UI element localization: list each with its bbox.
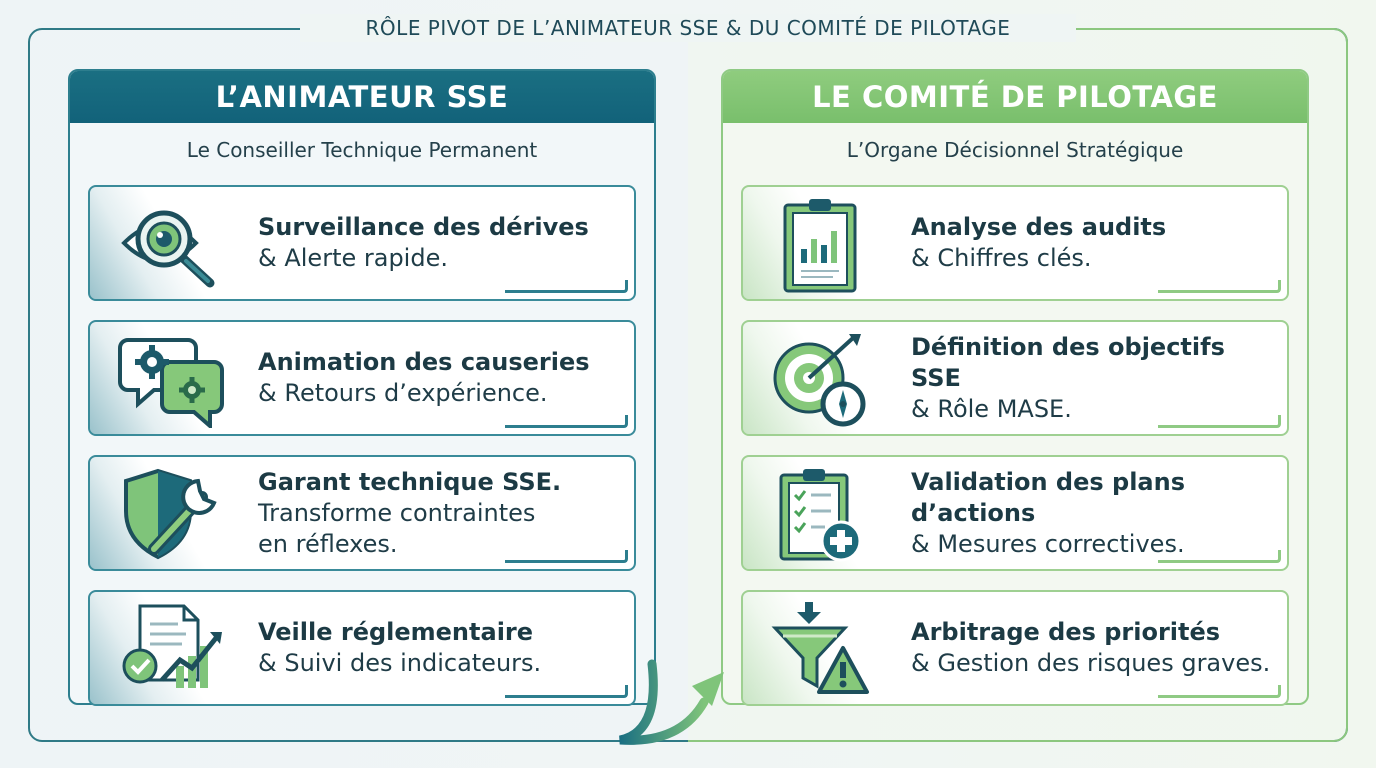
card-objectifs: Définition des objectifs SSE & Rôle MASE…	[741, 320, 1289, 436]
card-accent	[505, 550, 628, 563]
animateur-header: L’ANIMATEUR SSE	[70, 71, 654, 123]
card-line-3: en réflexes.	[258, 529, 398, 558]
card-line-2: & Rôle MASE.	[911, 394, 1072, 423]
comite-header: LE COMITÉ DE PILOTAGE	[723, 71, 1307, 123]
card-accent	[1158, 415, 1281, 428]
card-text: Animation des causeries & Retours d’expé…	[258, 322, 628, 434]
animateur-panel: L’ANIMATEUR SSE Le Conseiller Technique …	[68, 69, 656, 706]
card-accent	[505, 415, 628, 428]
card-line-1: Surveillance des dérives	[258, 213, 589, 241]
card-line-2: & Mesures correctives.	[911, 529, 1185, 558]
card-accent	[505, 685, 628, 698]
card-text: Analyse des audits & Chiffres clés.	[911, 187, 1281, 299]
card-garant: Garant technique SSE. Transforme contrai…	[88, 455, 636, 571]
comite-panel: LE COMITÉ DE PILOTAGE L’Organe Décisionn…	[721, 69, 1309, 706]
connector-arrow-icon	[618, 659, 724, 745]
comite-subtitle: L’Organe Décisionnel Stratégique	[846, 138, 1184, 162]
card-text: Définition des objectifs SSE & Rôle MASE…	[911, 322, 1281, 434]
card-line-2: & Alerte rapide.	[258, 244, 448, 272]
animateur-subtitle: Le Conseiller Technique Permanent	[186, 138, 538, 162]
card-text: Arbitrage des priorités & Gestion des ri…	[911, 592, 1281, 704]
card-accent	[1158, 685, 1281, 698]
card-line-1: Veille réglementaire	[258, 618, 534, 646]
card-line-1: Validation des plans d’actions	[911, 467, 1185, 527]
card-line-1: Animation des causeries	[258, 348, 590, 376]
card-veille: Veille réglementaire & Suivi des indicat…	[88, 590, 636, 706]
card-line-2: & Gestion des risques graves.	[911, 649, 1271, 677]
card-text: Validation des plans d’actions & Mesures…	[911, 457, 1281, 569]
card-text: Garant technique SSE. Transforme contrai…	[258, 457, 628, 569]
checklist-plus-icon	[779, 469, 862, 562]
card-line-2: Transforme contraintes	[258, 498, 536, 527]
card-line-1: Garant technique SSE.	[258, 467, 562, 496]
card-line-1: Arbitrage des priorités	[911, 618, 1221, 646]
card-line-1: Définition des objectifs SSE	[911, 332, 1225, 392]
card-line-2: & Suivi des indicateurs.	[258, 649, 542, 677]
card-accent	[1158, 550, 1281, 563]
magnifier-eye-icon	[121, 210, 215, 288]
document-chart-icon	[122, 604, 222, 688]
card-text: Surveillance des dérives & Alerte rapide…	[258, 187, 628, 299]
shield-wrench-icon	[124, 468, 217, 560]
card-arbitrage: Arbitrage des priorités & Gestion des ri…	[741, 590, 1289, 706]
card-line-1: Analyse des audits	[911, 213, 1167, 241]
card-surveillance: Surveillance des dérives & Alerte rapide…	[88, 185, 636, 301]
card-analyse: Analyse des audits & Chiffres clés.	[741, 185, 1289, 301]
card-text: Veille réglementaire & Suivi des indicat…	[258, 592, 628, 704]
card-line-2: & Chiffres clés.	[911, 244, 1092, 272]
card-accent	[1158, 280, 1281, 293]
card-validation: Validation des plans d’actions & Mesures…	[741, 455, 1289, 571]
card-accent	[505, 280, 628, 293]
funnel-warning-icon	[771, 602, 869, 694]
card-line-2: & Retours d’expérience.	[258, 379, 548, 407]
page-title: RÔLE PIVOT DE L’ANIMATEUR SSE & DU COMIT…	[300, 14, 1076, 42]
card-animation: Animation des causeries & Retours d’expé…	[88, 320, 636, 436]
target-compass-icon	[773, 334, 866, 427]
clipboard-chart-icon	[783, 199, 857, 293]
speech-gears-icon	[118, 338, 224, 428]
